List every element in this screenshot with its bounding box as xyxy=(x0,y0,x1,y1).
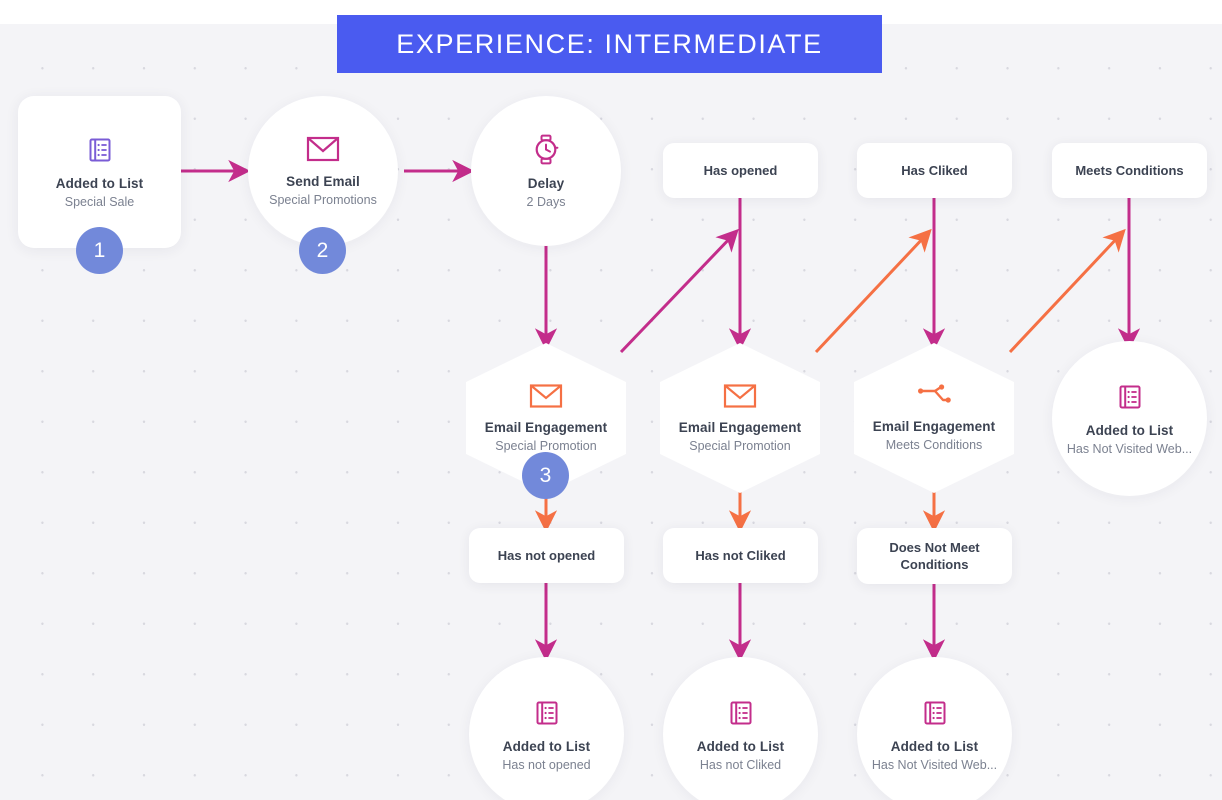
list-icon xyxy=(920,698,950,728)
edge-engagement-conditions-to-meets-conditions xyxy=(1008,228,1126,354)
branch-icon xyxy=(915,384,953,408)
edge-engagement-opened-to-has-opened xyxy=(619,228,739,354)
list-icon xyxy=(85,135,115,165)
node-title: Added to List xyxy=(890,738,979,754)
node-subtitle: Has not opened xyxy=(502,757,591,772)
node-subtitle: 2 Days xyxy=(526,195,566,209)
node-title: Delay xyxy=(527,176,565,191)
node-subtitle: Special Promotion xyxy=(495,439,597,453)
node-title: Added to List xyxy=(1085,422,1174,438)
node-title: Added to List xyxy=(502,738,591,754)
envelope-icon xyxy=(529,383,563,409)
pill-label: Meets Conditions xyxy=(1075,163,1184,178)
node-added-to-list-not-clicked[interactable]: Added to List Has not Cliked xyxy=(663,657,818,800)
node-title: Email Engagement xyxy=(484,420,608,435)
pill-label: Has Cliked xyxy=(901,163,968,178)
pill-label: Has opened xyxy=(703,163,778,178)
node-subtitle: Has Not Visited Web... xyxy=(1066,441,1193,456)
pill-label: Does Not Meet Conditions xyxy=(889,540,980,572)
node-subtitle: Special Sale xyxy=(64,195,135,209)
node-subtitle: Has Not Visited Web... xyxy=(871,757,998,772)
pill-has-not-opened[interactable]: Has not opened xyxy=(469,528,624,583)
node-title: Email Engagement xyxy=(678,420,802,435)
node-added-to-list-not-visited-top[interactable]: Added to List Has Not Visited Web... xyxy=(1052,341,1207,496)
pill-meets-conditions[interactable]: Meets Conditions xyxy=(1052,143,1207,198)
pill-has-clicked[interactable]: Has Cliked xyxy=(857,143,1012,198)
pill-has-not-clicked[interactable]: Has not Cliked xyxy=(663,528,818,583)
step-badge-2: 2 xyxy=(299,227,346,274)
envelope-icon xyxy=(723,383,757,409)
node-subtitle: Special Promotion xyxy=(689,439,791,453)
node-subtitle: Has not Cliked xyxy=(699,757,782,772)
watch-icon xyxy=(531,133,561,165)
edge-engagement-clicked-to-has-clicked xyxy=(814,228,932,354)
pill-label: Has not opened xyxy=(497,548,596,563)
node-title: Added to List xyxy=(696,738,785,754)
node-added-to-list-not-opened[interactable]: Added to List Has not opened xyxy=(469,657,624,800)
node-title: Send Email xyxy=(286,174,360,189)
pill-does-not-meet-conditions[interactable]: Does Not Meet Conditions xyxy=(857,528,1012,584)
envelope-icon xyxy=(306,135,340,163)
node-subtitle: Special Promotions xyxy=(269,193,377,207)
node-added-to-list-special-sale[interactable]: Added to List Special Sale xyxy=(18,96,181,248)
pill-label: Has not Cliked xyxy=(695,548,786,563)
node-send-email[interactable]: Send Email Special Promotions xyxy=(248,96,398,246)
step-badge-3: 3 xyxy=(522,452,569,499)
node-delay[interactable]: Delay 2 Days xyxy=(471,96,621,246)
node-title: Email Engagement xyxy=(872,419,996,434)
list-icon xyxy=(726,698,756,728)
node-title: Added to List xyxy=(55,176,144,191)
pill-has-opened[interactable]: Has opened xyxy=(663,143,818,198)
node-subtitle: Meets Conditions xyxy=(885,438,983,452)
step-badge-1: 1 xyxy=(76,227,123,274)
node-added-to-list-not-visited-bottom[interactable]: Added to List Has Not Visited Web... xyxy=(857,657,1012,800)
experience-banner: EXPERIENCE: INTERMEDIATE xyxy=(337,15,882,73)
list-icon xyxy=(1115,382,1145,412)
list-icon xyxy=(532,698,562,728)
experience-banner-title: EXPERIENCE: INTERMEDIATE xyxy=(396,28,823,59)
